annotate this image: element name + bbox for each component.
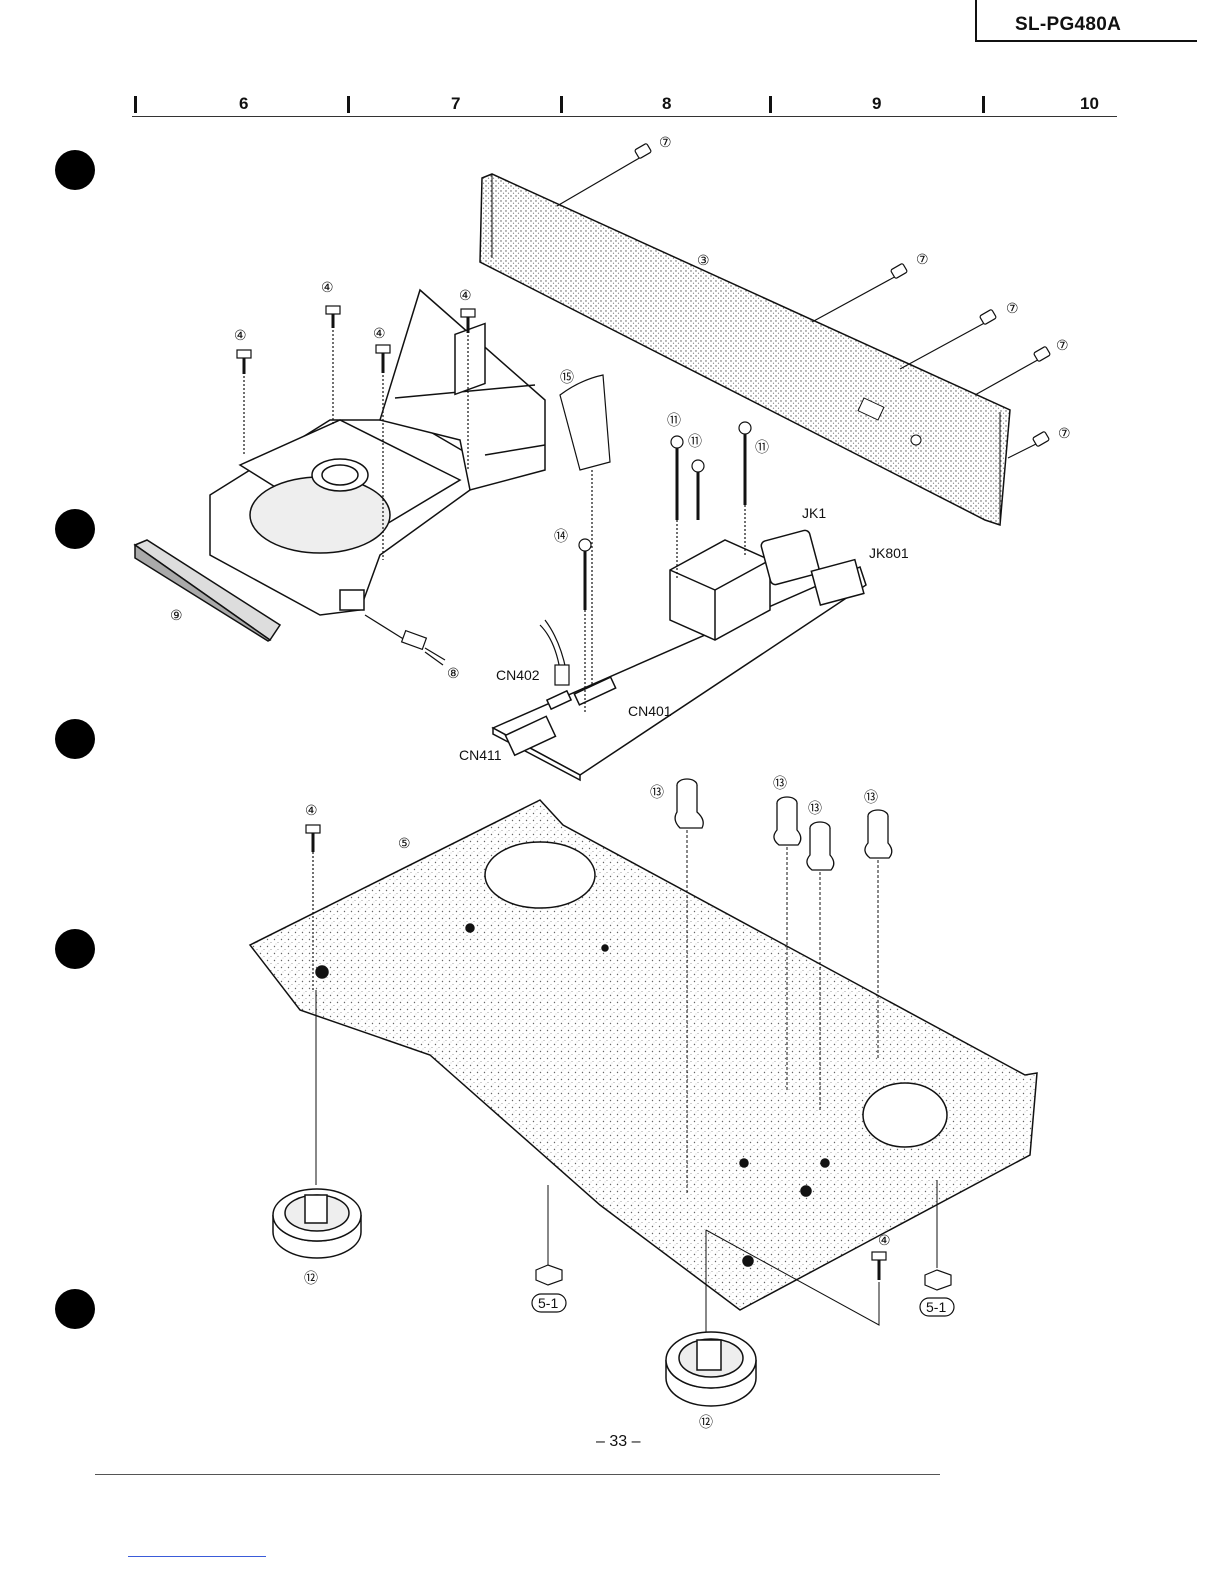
callout-4: ④ [878, 1232, 891, 1248]
callout-4: ④ [305, 802, 318, 818]
callout-4: ④ [459, 287, 472, 303]
callout-5-1-text: 5-1 [926, 1299, 946, 1315]
callout-8: ⑧ [447, 665, 460, 681]
callout-12: ⑫ [699, 1414, 713, 1430]
cable-8 [365, 615, 445, 665]
callout-5-1-left: 5-1 [532, 1294, 566, 1312]
callout-7: ⑦ [659, 134, 672, 150]
callout-7: ⑦ [1056, 337, 1069, 353]
label-jk801: JK801 [869, 545, 909, 561]
callout-14: ⑭ [554, 528, 568, 544]
callout-11: ⑪ [667, 412, 681, 428]
callout-3: ③ [697, 252, 710, 268]
large-foot-12-left [273, 990, 361, 1258]
callout-4: ④ [373, 325, 386, 341]
callout-11: ⑪ [755, 439, 769, 455]
callout-5-1-text: 5-1 [538, 1295, 558, 1311]
label-cn401: CN401 [628, 703, 672, 719]
cn402-harness [540, 620, 569, 685]
callout-13: ⑬ [808, 800, 822, 816]
callout-11: ⑪ [688, 433, 702, 449]
callout-4: ④ [321, 279, 334, 295]
label-cn402: CN402 [496, 667, 540, 683]
label-jk1: JK1 [802, 505, 826, 521]
main-pcb [493, 529, 866, 780]
callout-4: ④ [234, 327, 247, 343]
bottom-chassis [250, 800, 1037, 1310]
callout-13: ⑬ [773, 775, 787, 791]
callout-5: ⑤ [398, 835, 411, 851]
callout-12: ⑫ [304, 1270, 318, 1286]
callout-7: ⑦ [916, 251, 929, 267]
callout-13: ⑬ [650, 784, 664, 800]
footer-blue-rule [128, 1556, 266, 1557]
label-cn411: CN411 [459, 747, 502, 763]
callout-7: ⑦ [1006, 300, 1019, 316]
callout-13: ⑬ [864, 789, 878, 805]
footer-rule [95, 1474, 940, 1475]
callout-7: ⑦ [1058, 425, 1071, 441]
callout-9: ⑨ [170, 607, 183, 623]
page-number: – 33 – [596, 1433, 640, 1451]
callout-15: ⑮ [560, 369, 574, 385]
callout-5-1-right: 5-1 [920, 1298, 954, 1316]
